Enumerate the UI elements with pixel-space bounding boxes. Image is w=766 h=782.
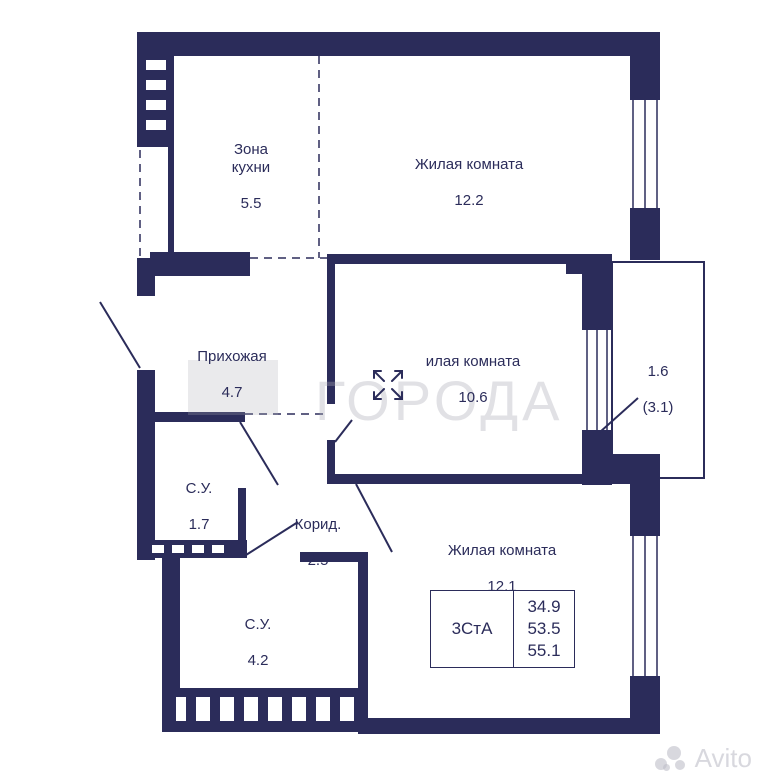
expand-arrows-icon[interactable]	[370, 367, 406, 403]
room-label-living2: илая комната 10.6	[426, 335, 521, 425]
room-label-balcony: 1.6 (3.1)	[643, 345, 674, 435]
room-area: 12.2	[454, 192, 484, 209]
room-name: 1.6	[647, 363, 669, 380]
room-label-living1: Жилая комната 12.2	[415, 138, 523, 228]
room-area: 4.7	[221, 384, 243, 401]
room-name: Жилая комната	[414, 156, 524, 173]
room-label-kitchen: Зона кухни 5.5	[232, 123, 270, 231]
room-area: (3.1)	[642, 399, 674, 416]
wall-living3-right-a	[630, 484, 660, 536]
avito-brand-text: Avito	[694, 743, 752, 773]
room-area: 5.5	[240, 195, 262, 212]
avito-watermark: Avito	[654, 743, 752, 774]
wall-kitchen-left	[168, 56, 174, 258]
room-area: 2.5	[307, 552, 329, 569]
wall-wc2-top-right	[300, 552, 366, 562]
apartment-type-areas: 34.9 53.5 55.1	[514, 591, 574, 667]
room-name: С.У.	[244, 616, 272, 633]
wall-hall-left	[137, 370, 155, 560]
avito-logo-icon	[654, 745, 689, 772]
room-area: 10.6	[458, 389, 488, 406]
wall-wc2-right	[358, 552, 368, 732]
room-area: 4.2	[247, 652, 269, 669]
wall-wc1-right	[238, 488, 246, 558]
wall-wc2-left	[162, 555, 180, 725]
wall-living2-right-a	[582, 260, 612, 330]
apartment-type-code: 3СтА	[431, 591, 514, 667]
area-total-balcony: 55.1	[527, 641, 561, 660]
wall-kitchen-bottom	[150, 252, 250, 276]
room-label-wc1: С.У. 1.7	[186, 462, 213, 552]
room-name: Жилая комната	[447, 542, 557, 559]
wall-living2-bottom	[327, 474, 657, 484]
wall-living2-left-b	[327, 440, 335, 478]
wall-living3-right-b	[630, 676, 660, 734]
wall-right-mid	[612, 454, 660, 484]
wall-living2-left	[327, 254, 335, 404]
room-label-hall: Прихожая 4.7	[197, 330, 267, 420]
apartment-type-box: 3СтА 34.9 53.5 55.1	[430, 590, 575, 668]
room-name: Корид.	[294, 516, 342, 533]
wall-living2-top	[327, 254, 572, 264]
wall-living3-bottom	[358, 718, 660, 734]
wall-right-upper-a	[630, 32, 660, 100]
wall-right-upper-b	[630, 208, 660, 260]
room-area: 1.7	[188, 516, 210, 533]
room-label-corridor: Корид. 2.5	[295, 498, 342, 588]
room-name: С.У.	[185, 480, 213, 497]
room-name: Зона кухни	[231, 141, 271, 176]
wall-top	[137, 32, 660, 56]
wall-bottom-wc2	[162, 688, 368, 732]
area-total: 53.5	[527, 619, 561, 638]
wall-hall-bottom	[155, 412, 245, 422]
room-label-wc2: С.У. 4.2	[245, 598, 272, 688]
room-name: илая комната	[425, 353, 521, 370]
area-living: 34.9	[527, 597, 561, 616]
watermark-text: ГОРОДА	[315, 369, 564, 432]
watermark-logo	[188, 360, 278, 415]
room-name: Прихожая	[197, 348, 267, 365]
